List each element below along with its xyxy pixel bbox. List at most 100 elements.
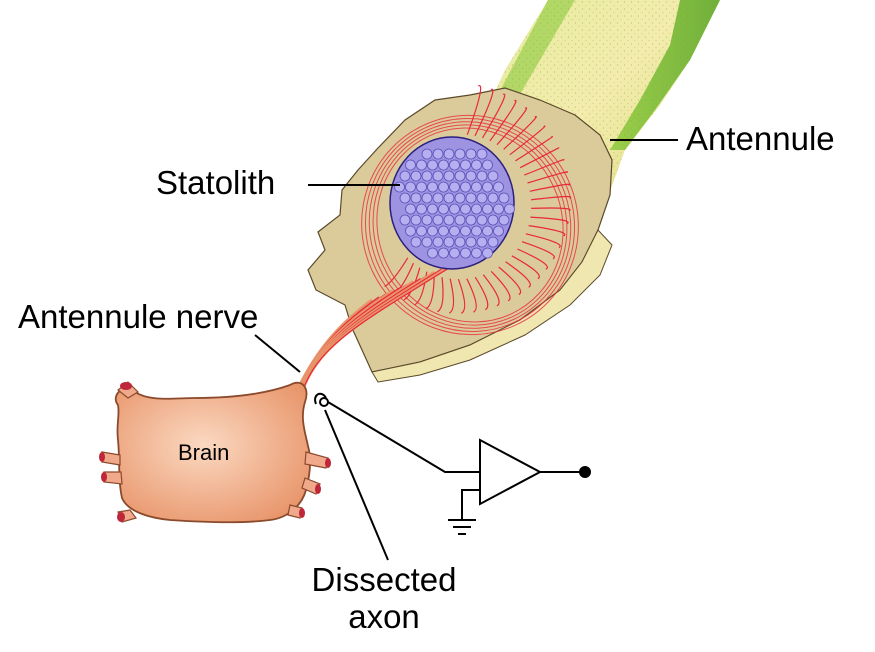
statolith-grain [482, 225, 493, 237]
sensory-hair [530, 216, 569, 225]
statolith-grain [399, 192, 411, 204]
statolith-grain [482, 181, 493, 193]
sensory-hair [519, 147, 560, 169]
sensory-hair [515, 135, 553, 162]
statolith-grain [416, 225, 427, 237]
statolith-grain [438, 159, 449, 171]
statolith-grain [410, 236, 422, 248]
statolith-grain [454, 148, 466, 160]
statolith-grain [416, 159, 427, 171]
statolith-grain [438, 247, 449, 259]
dissected-axon-label-line2: axon [348, 597, 420, 635]
statolith-grain [432, 236, 444, 248]
statolith-grain [421, 236, 433, 248]
statolith-grain [421, 192, 433, 204]
sensory-hair-arc [376, 127, 564, 323]
antennule-nerve-label: Antennule nerve [18, 298, 259, 335]
sensory-hair [474, 276, 489, 311]
statolith-grain [454, 170, 466, 182]
sensory-hair-arc [368, 121, 572, 329]
statolith-grain [394, 181, 405, 193]
statolith-grain [487, 236, 499, 248]
sensory-hair [425, 274, 435, 310]
statolith-grain [410, 214, 422, 226]
statolith-grain [465, 236, 477, 248]
statolith-grain [421, 214, 433, 226]
statolith-grain [487, 170, 499, 182]
statolith-grain [405, 181, 416, 193]
statolith-grain [476, 170, 488, 182]
sensory-hair [490, 270, 511, 302]
statolith-grain [498, 214, 510, 226]
statolith-grain [399, 170, 411, 182]
statolith-grain [476, 192, 488, 204]
statolith-grain [476, 214, 488, 226]
sensory-hair [517, 248, 548, 270]
statolith-grain [471, 159, 482, 171]
sensory-hair [437, 277, 444, 313]
antennule-nerve-leader-line [254, 334, 301, 373]
statolith-grain [504, 203, 515, 215]
statolith-grain [471, 203, 482, 215]
output-terminal [579, 466, 591, 478]
statolith-grain [443, 236, 455, 248]
statolith-grain [460, 225, 471, 237]
sensory-hair [466, 85, 482, 135]
sensory-hair [509, 125, 546, 156]
statolith-grain [487, 192, 499, 204]
statolith-grain [465, 170, 477, 182]
sensory-hair [457, 278, 466, 314]
amplifier-symbol [479, 438, 543, 506]
statolith-grain [498, 192, 510, 204]
statolith-grains [394, 148, 515, 259]
statolith-grain [454, 214, 466, 226]
sensory-hair [511, 255, 540, 280]
brain-label: Brain [178, 440, 230, 465]
statolith-grain [493, 225, 504, 237]
statolith-grain [471, 225, 482, 237]
electrode-wire [327, 401, 480, 473]
statolith-grain [405, 159, 416, 171]
statolith-grain [465, 192, 477, 204]
statolith-grain [438, 181, 449, 193]
ground-symbol [448, 519, 476, 535]
statolith-grain [427, 247, 438, 259]
sensory-hair-arc [364, 118, 576, 332]
statolith-grain [465, 214, 477, 226]
statolith-grain [449, 181, 460, 193]
antennule-nerve-bundle [293, 259, 463, 396]
statolith-label: Statolith [156, 164, 276, 201]
statolith-grain [460, 203, 471, 215]
statolith-grain [449, 247, 460, 259]
sensory-hair [489, 99, 517, 142]
statolith-grain [454, 192, 466, 204]
sensory-hair [505, 261, 531, 288]
statolith-grain [421, 148, 433, 160]
statolith-grain [432, 192, 444, 204]
statolith-grain [482, 159, 493, 171]
antennule-label: Antennule [686, 120, 835, 157]
sensory-hair [524, 159, 565, 176]
statolith-grain [493, 181, 504, 193]
sensory-hair [503, 115, 537, 150]
recording-circuit [314, 392, 591, 535]
statolith-grain [460, 181, 471, 193]
statolith-grain [416, 203, 427, 215]
sensory-hair-arc [361, 114, 579, 336]
brain-branch [287, 504, 303, 519]
statolith-grain [482, 247, 493, 259]
sensory-hair [448, 278, 455, 314]
statolith-grain [443, 192, 455, 204]
statolith-grain [432, 214, 444, 226]
statolith-grain [427, 203, 438, 215]
statolith-grain [449, 225, 460, 237]
statolith-grain [471, 181, 482, 193]
nerve-fiber [300, 259, 463, 396]
statolith-grain [482, 203, 493, 215]
statolith-grain [421, 170, 433, 182]
sensory-hair [521, 241, 555, 260]
sensory-hair [496, 107, 528, 146]
statolith-grain [427, 159, 438, 171]
statolith-grain [438, 225, 449, 237]
